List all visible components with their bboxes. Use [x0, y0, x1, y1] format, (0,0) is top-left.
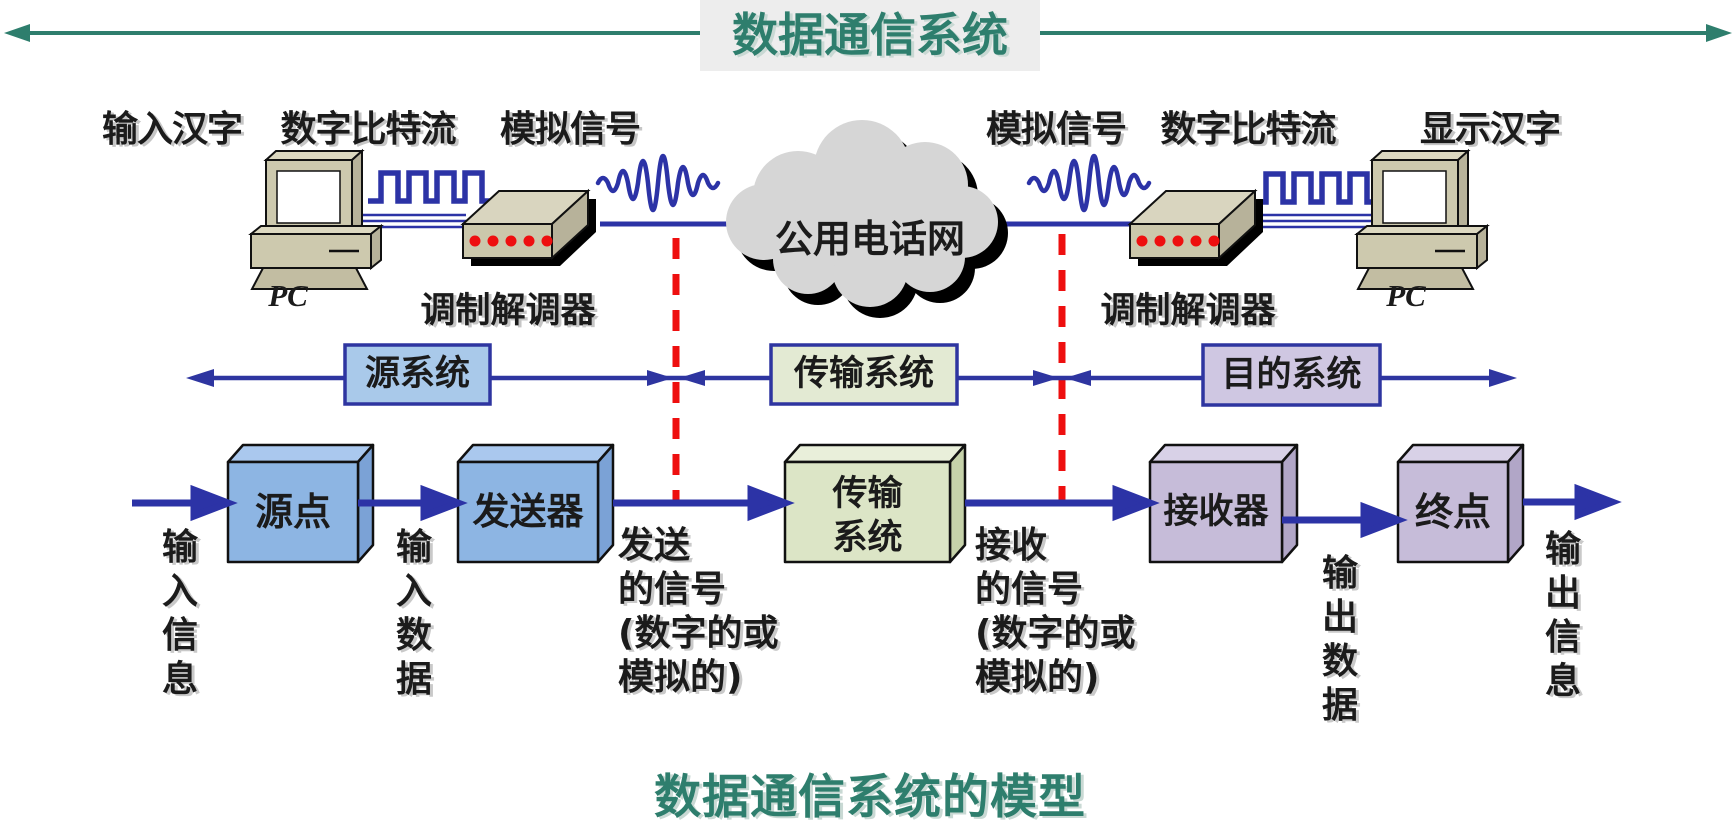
input-info-label: 输 入 信 息 — [161, 527, 198, 700]
pc-modem-cables — [352, 213, 1375, 229]
label-input-hanzi: 输入汉字 — [101, 109, 243, 150]
source-node-box — [226, 443, 375, 564]
end-node-box — [1396, 443, 1525, 564]
system-band-boxes — [343, 343, 1382, 407]
sine-wave-icon — [595, 154, 1152, 212]
modem-right-label: 调制解调器 — [1100, 291, 1276, 331]
output-data-label: 输 出 数 据 — [1321, 553, 1358, 726]
modem-right-icon — [1127, 188, 1263, 266]
destination-system-box — [1201, 343, 1382, 407]
modem-left-icon — [460, 188, 596, 266]
label-digital-bitstream-right: 数字比特流 — [1160, 109, 1336, 150]
transmission-system-label: 传输系统 — [793, 354, 934, 394]
transmission-system-3d-box — [783, 443, 967, 564]
model-boxes — [226, 443, 1525, 564]
section-divider-lines — [672, 234, 1066, 506]
model-flow-arrows — [132, 483, 1622, 539]
receiver-label: 接收器 — [1163, 492, 1269, 532]
pc-right-label: PC — [1386, 278, 1426, 313]
systems-line-arrowheads — [186, 369, 1517, 387]
page-title: 数据通信系统 — [700, 0, 1040, 71]
label-analog-signal-right: 模拟信号 — [985, 109, 1127, 150]
output-info-label: 输 出 信 息 — [1544, 529, 1581, 702]
source-system-label: 源系统 — [364, 354, 470, 394]
modem-left-label: 调制解调器 — [420, 291, 596, 331]
sent-signal-label: 发送 的信号 (数字的或 模拟的) — [618, 525, 779, 698]
left-arrowhead-icon — [4, 24, 30, 42]
received-signal-label: 接收 的信号 (数字的或 模拟的) — [975, 525, 1136, 698]
diagram-caption: 数据通信系统的模型 — [654, 770, 1086, 821]
modem-led-dots — [1136, 235, 1220, 247]
transmission-system-box — [769, 343, 959, 406]
cloud-body — [726, 120, 998, 307]
destination-system-label: 目的系统 — [1221, 355, 1362, 395]
square-wave-icon — [368, 170, 1380, 205]
transmitter-label: 发送器 — [472, 490, 584, 533]
right-arrowhead-icon — [1706, 24, 1732, 42]
transmitter-box — [456, 443, 615, 564]
label-digital-bitstream-left: 数字比特流 — [280, 109, 456, 150]
end-node-label: 终点 — [1414, 490, 1491, 534]
source-system-box — [343, 343, 492, 406]
pc-left-icon — [248, 148, 384, 290]
transmission-system-box-label: 传输 系统 — [832, 474, 903, 558]
pc-right-icon — [1354, 148, 1490, 290]
modem-led-dots — [469, 235, 553, 247]
input-data-label: 输 入 数 据 — [395, 527, 432, 700]
cloud-label: 公用电话网 — [774, 217, 965, 261]
pc-left-label: PC — [268, 278, 308, 313]
telephone-network-cloud — [726, 120, 1008, 318]
source-node-label: 源点 — [254, 490, 331, 534]
receiver-box — [1148, 443, 1299, 564]
label-analog-signal-left: 模拟信号 — [499, 109, 641, 150]
label-display-hanzi: 显示汉字 — [1419, 109, 1561, 150]
